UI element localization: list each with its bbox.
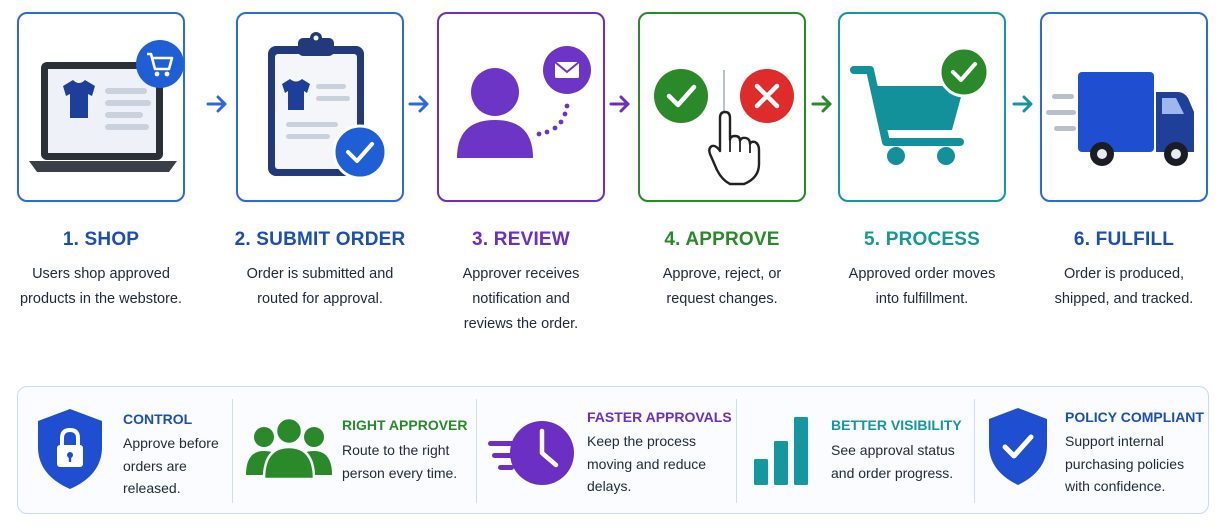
benefit-title-better-visibility: BETTER VISIBILITY — [831, 417, 962, 433]
checkmark-icon — [332, 124, 388, 180]
step-title-submit-order: 2. SUBMIT ORDER — [234, 229, 406, 250]
checkmark-icon — [938, 46, 990, 98]
benefit-title-faster-approvals: FASTER APPROVALS — [587, 409, 732, 425]
step-description-approve: Approve, reject, or request changes. — [662, 266, 782, 307]
x-icon — [740, 69, 794, 123]
step-card-process — [838, 12, 1006, 202]
person-icon — [457, 68, 533, 158]
benefit-description-better-visibility: See approval status and order progress. — [831, 442, 955, 481]
step-title-approve: 4. APPROVE — [664, 229, 780, 250]
step-description-process: Approved order moves into fulfillment. — [848, 266, 996, 307]
envelope-icon — [543, 46, 591, 94]
step-card-approve — [638, 12, 806, 202]
benefit-divider — [736, 399, 737, 503]
shopping-cart-icon — [850, 66, 964, 165]
stopwatch-icon — [488, 421, 574, 485]
benefit-title-control: CONTROL — [123, 411, 193, 427]
group-icon — [246, 416, 332, 481]
bar-chart-icon — [754, 417, 808, 485]
benefit-divider — [974, 399, 975, 503]
step-description-shop: Users shop approved products in the webs… — [19, 266, 182, 307]
benefit-description-policy-compliant: Support internal purchasing policies wit… — [1065, 433, 1185, 494]
tshirt-icon — [63, 80, 95, 118]
arrow-right-icon — [811, 95, 832, 113]
benefit-description-right-approver: Route to the right person every time. — [342, 442, 458, 481]
benefit-title-policy-compliant: POLICY COMPLIANT — [1065, 409, 1204, 425]
benefit-divider — [232, 399, 233, 503]
shopping-cart-icon — [136, 40, 184, 88]
step-title-process: 5. PROCESS — [863, 229, 981, 250]
pointer-hand-icon — [708, 110, 761, 186]
benefit-divider — [476, 399, 477, 503]
step-card-fulfill — [1040, 12, 1208, 202]
step-title-fulfill: 6. FULFILL — [1073, 229, 1175, 250]
benefits-panel: CONTROL Approve before orders are releas… — [17, 386, 1209, 514]
benefit-description-control: Approve before orders are released. — [123, 435, 219, 496]
step-title-review: 3. REVIEW — [472, 229, 570, 250]
padlock-shield-icon — [38, 409, 102, 489]
tshirt-icon — [282, 79, 310, 110]
step-card-shop — [17, 12, 185, 202]
step-description-submit-order: Order is submitted and routed for approv… — [246, 266, 394, 307]
arrow-right-icon — [408, 95, 429, 113]
step-title-shop: 1. SHOP — [62, 229, 140, 250]
arrow-right-icon — [206, 95, 227, 113]
step-card-submit-order — [236, 12, 404, 202]
step-description-review: Approver receives notification and revie… — [462, 266, 580, 332]
benefit-title-right-approver: RIGHT APPROVER — [342, 417, 468, 433]
arrow-right-icon — [1012, 95, 1033, 113]
step-description-fulfill: Order is produced, shipped, and tracked. — [1054, 266, 1194, 307]
delivery-truck-icon — [1046, 72, 1194, 166]
arrow-right-icon — [609, 95, 630, 113]
check-shield-icon — [989, 408, 1047, 485]
step-card-review — [437, 12, 605, 202]
benefit-description-faster-approvals: Keep the process moving and reduce delay… — [587, 433, 707, 494]
checkmark-icon — [654, 69, 708, 123]
